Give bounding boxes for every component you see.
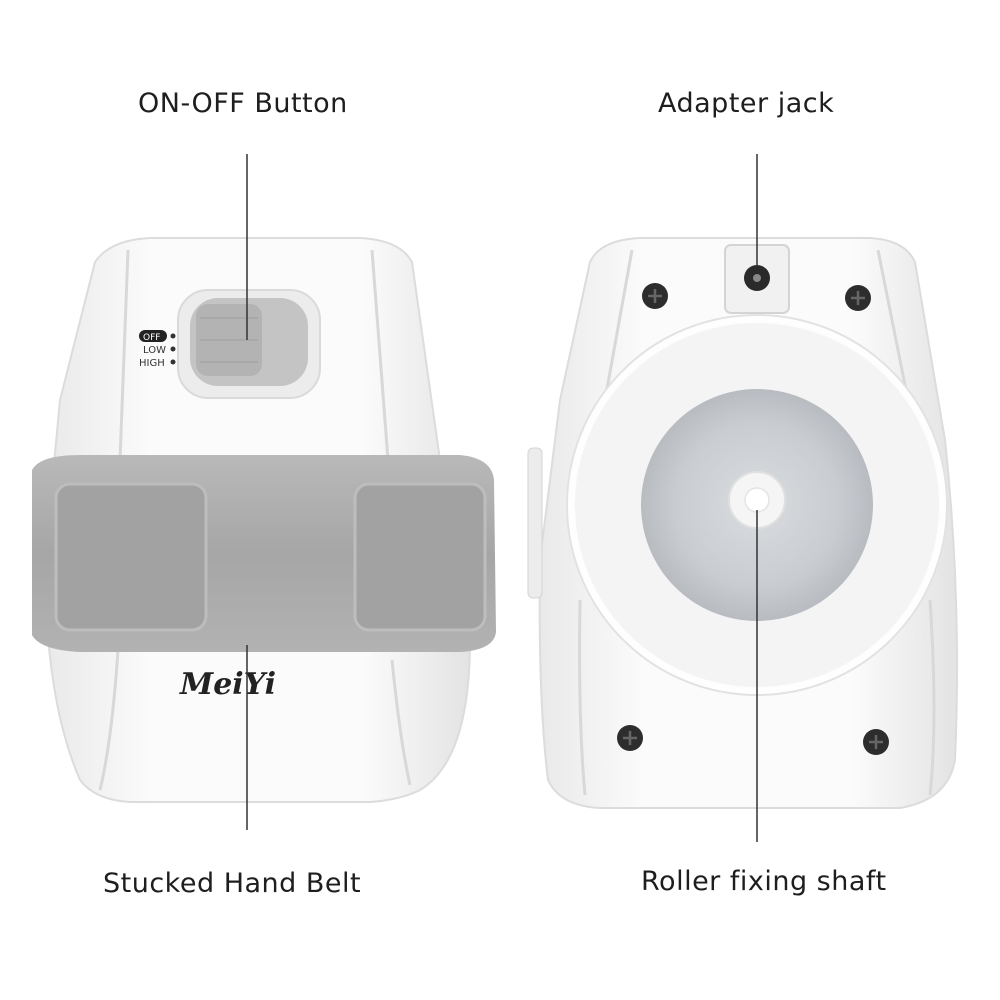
screw-icon xyxy=(617,725,643,751)
switch-label-high: HIGH xyxy=(139,358,165,369)
label-stucked-hand-belt: Stucked Hand Belt xyxy=(103,868,362,899)
label-on-off-button: ON-OFF Button xyxy=(138,88,348,119)
front-device: OFF LOW HIGH MeiYi xyxy=(32,237,496,803)
label-roller-fixing-shaft: Roller fixing shaft xyxy=(641,866,887,897)
leader-lines xyxy=(246,154,758,842)
back-side-groove-left xyxy=(578,249,634,796)
belt-velcro-pad-right xyxy=(353,482,487,632)
front-side-groove-right xyxy=(370,249,412,786)
belt-velcro-pad-left xyxy=(54,482,208,632)
front-side-groove-left xyxy=(98,249,130,791)
off-indicator-pill xyxy=(139,330,167,342)
label-adapter-jack: Adapter jack xyxy=(658,88,835,119)
screws xyxy=(617,283,889,755)
switch-position-labels: OFF LOW HIGH xyxy=(139,330,176,369)
side-switch-tab xyxy=(527,447,543,599)
back-side-groove-right xyxy=(876,249,936,796)
screw-icon xyxy=(845,285,871,311)
screw-icon xyxy=(863,729,889,755)
brand-logo: MeiYi xyxy=(179,667,276,702)
switch-label-off: OFF xyxy=(143,333,160,343)
back-device xyxy=(527,237,959,809)
switch-label-low: LOW xyxy=(143,345,166,356)
screw-icon xyxy=(642,283,668,309)
